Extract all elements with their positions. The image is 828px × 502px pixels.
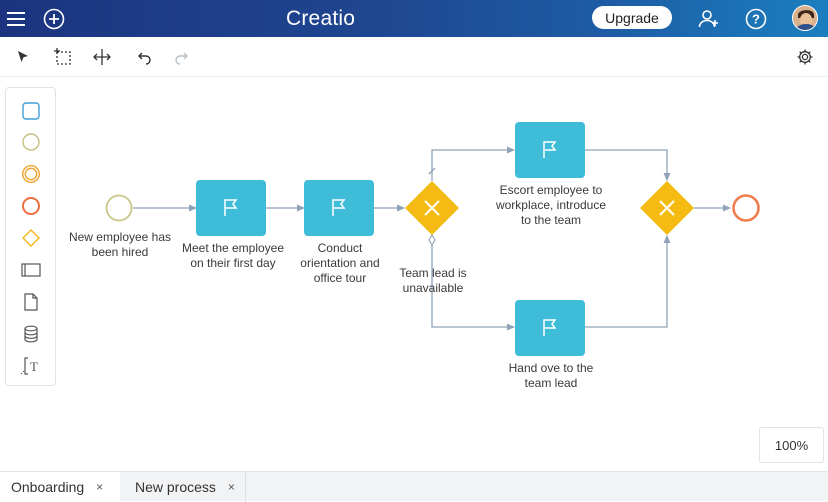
exclusive-gateway-1[interactable] <box>405 181 459 235</box>
task-orientation-tour-label: Conduct orientation and office tour <box>300 241 380 285</box>
flow-gateway-to-task3 <box>431 146 515 181</box>
process-tabs: Onboarding × New process × <box>0 471 828 502</box>
close-icon[interactable]: × <box>96 480 104 494</box>
task-meet-employee[interactable] <box>196 180 266 236</box>
gateway-icon[interactable] <box>19 226 43 250</box>
creatio-logo[interactable]: Creatio <box>286 6 356 30</box>
user-avatar[interactable] <box>792 5 818 31</box>
zoom-level[interactable]: 100% <box>759 427 824 463</box>
flag-icon <box>332 199 346 216</box>
flag-icon <box>224 199 238 216</box>
add-user-icon[interactable] <box>696 0 722 37</box>
gear-icon[interactable] <box>793 45 817 69</box>
svg-text:?: ? <box>752 11 760 26</box>
gateway-label: Team lead is unavailable <box>399 266 467 295</box>
designer-toolbar <box>0 37 828 77</box>
subprocess-icon[interactable] <box>19 258 43 282</box>
add-plus-icon[interactable] <box>42 0 66 37</box>
start-event-icon[interactable] <box>19 130 43 154</box>
help-icon[interactable]: ? <box>743 0 769 37</box>
data-store-icon[interactable] <box>19 322 43 346</box>
task-escort-employee[interactable] <box>515 122 585 178</box>
flow-task3-to-gateway2 <box>584 149 671 181</box>
svg-text:T: T <box>30 359 38 374</box>
end-event-icon[interactable] <box>19 194 43 218</box>
flag-icon <box>543 141 557 158</box>
task-hand-over[interactable] <box>515 300 585 356</box>
conditional-flow-marker <box>428 233 436 247</box>
pointer-icon[interactable] <box>11 45 35 69</box>
text-annotation-icon[interactable]: T <box>19 354 43 378</box>
process-canvas[interactable]: New employee has been hired Meet the emp… <box>60 77 828 471</box>
default-flow-marker <box>428 167 436 175</box>
flag-icon <box>543 319 557 336</box>
task-meet-employee-label: Meet the employee on their first day <box>181 241 285 270</box>
lasso-select-icon[interactable] <box>51 45 75 69</box>
close-icon[interactable]: × <box>227 480 235 494</box>
space-tool-icon[interactable] <box>90 45 114 69</box>
hamburger-menu-icon[interactable] <box>4 0 28 37</box>
exclusive-gateway-2[interactable] <box>640 181 694 235</box>
sequence-flows <box>105 146 760 331</box>
redo-icon[interactable] <box>170 45 194 69</box>
element-palette: T <box>5 87 56 386</box>
task-shape-icon[interactable] <box>19 99 43 123</box>
tab-label: New process <box>135 479 216 495</box>
data-object-icon[interactable] <box>19 290 43 314</box>
undo-icon[interactable] <box>132 45 156 69</box>
flow-gateway-to-task4 <box>431 235 515 331</box>
end-event[interactable] <box>732 194 760 222</box>
intermediate-event-icon[interactable] <box>19 162 43 186</box>
task-escort-employee-label: Escort employee to workplace, introduce … <box>495 183 607 227</box>
tab-label: Onboarding <box>11 479 85 495</box>
task-orientation-tour[interactable] <box>304 180 374 236</box>
tab-onboarding[interactable]: Onboarding × <box>0 472 120 502</box>
top-bar: Creatio Upgrade ? <box>0 0 828 37</box>
tab-new-process[interactable]: New process × <box>120 472 246 502</box>
task-hand-over-label: Hand ove to the team lead <box>508 361 594 390</box>
flow-task4-to-gateway2 <box>584 235 671 328</box>
upgrade-button[interactable]: Upgrade <box>592 6 672 29</box>
start-event-label: New employee has been hired <box>68 230 172 259</box>
start-event[interactable] <box>105 194 133 222</box>
